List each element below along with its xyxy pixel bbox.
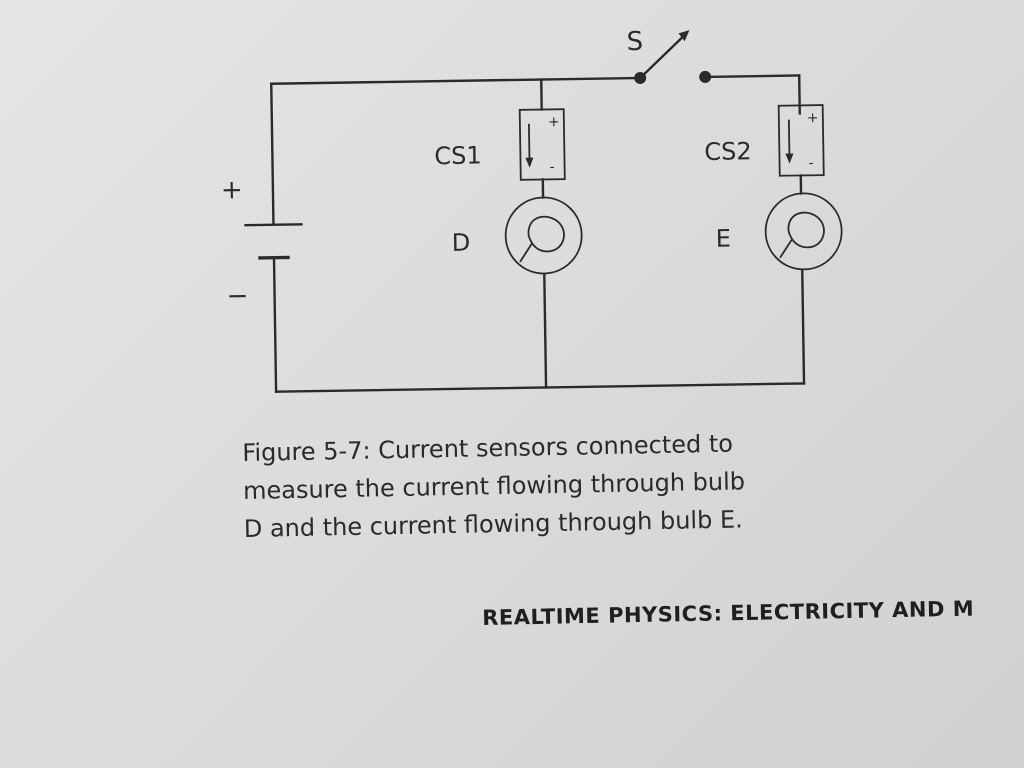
- battery-minus-sign: −: [226, 281, 248, 311]
- cs2-plus-sign: +: [807, 110, 819, 126]
- circuit-wire-right: [797, 74, 802, 115]
- cs2-label: CS2: [704, 137, 752, 166]
- cs2-minus-sign: -: [808, 155, 813, 171]
- battery-long-plate: [244, 223, 303, 227]
- bulb-e-filament: [787, 211, 825, 249]
- bulb-e-symbol: [764, 192, 843, 271]
- current-sensor-cs1: + -: [518, 108, 566, 181]
- bulb-e-filament-lead: [779, 239, 793, 259]
- battery-plus-sign: +: [221, 175, 243, 205]
- branch-wire-d-bottom: [543, 273, 548, 389]
- cs1-arrow-shaft: [528, 123, 531, 164]
- cs1-plus-sign: +: [548, 114, 560, 130]
- battery-symbol: [244, 223, 303, 260]
- cs2-arrow-shaft: [787, 119, 791, 160]
- switch-contact-right: [699, 70, 712, 83]
- bulb-e-outline: [764, 192, 843, 271]
- circuit-wire-top: [270, 76, 642, 85]
- bulb-d-symbol: [504, 196, 583, 275]
- bulb-d-filament: [527, 215, 565, 253]
- cs1-label: CS1: [434, 141, 482, 170]
- switch-label: S: [626, 27, 643, 57]
- bulb-d-outline: [504, 196, 583, 275]
- bulb-e-label: E: [716, 225, 732, 253]
- switch-lever-arrow: [678, 30, 690, 42]
- circuit-wire-top-right: [703, 74, 801, 79]
- figure-caption: Figure 5-7: Current sensors connected to…: [242, 422, 884, 548]
- cs1-arrow-head: [525, 157, 534, 168]
- cs1-minus-sign: -: [549, 159, 554, 175]
- circuit-wire-left: [270, 82, 275, 225]
- cs2-arrow-head: [785, 153, 794, 164]
- circuit-wire-left-lower: [272, 258, 278, 393]
- bulb-d-label: D: [452, 229, 471, 257]
- circuit-wire-right-lower: [801, 269, 806, 385]
- circuit-wire-bottom: [274, 382, 806, 393]
- switch-s: [634, 30, 712, 84]
- current-sensor-cs2: + -: [777, 104, 825, 177]
- bulb-d-filament-lead: [519, 243, 533, 263]
- switch-lever: [638, 33, 687, 80]
